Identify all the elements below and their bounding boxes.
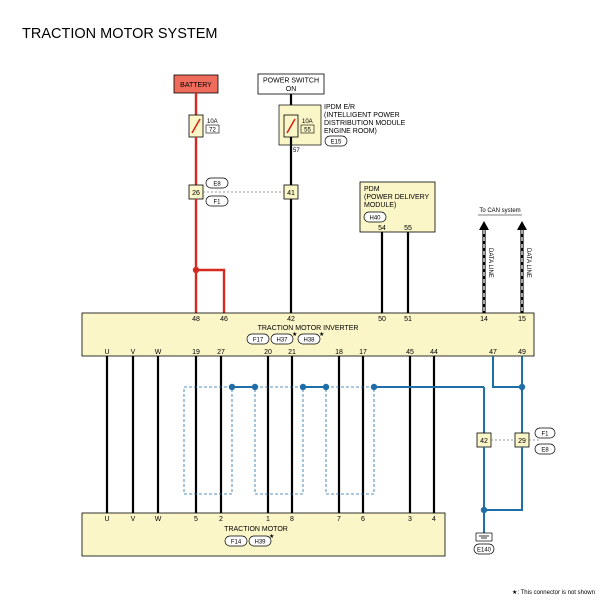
- motor-connector: H39: [254, 540, 266, 546]
- can-system-label: To CAN system: [479, 208, 520, 214]
- ipdm-title: IPDM E/R: [324, 104, 355, 111]
- battery-fuse-rating: 10A: [207, 119, 218, 125]
- ground-circuit: 42 29 F1 E8 E140: [473, 356, 556, 555]
- splice-point: [251, 383, 259, 391]
- joint-upper-labels: E8 F1: [203, 177, 284, 207]
- pdm-desc-2: MODULE): [364, 202, 396, 209]
- traction-motor-inverter: 48 46 42 50 51 14 15 TRACTION MOTOR INVE…: [81, 312, 535, 357]
- pdm-box: [359, 181, 436, 233]
- inverter-name: TRACTION MOTOR INVERTER: [258, 325, 359, 332]
- fuse-icon: [286, 118, 296, 134]
- pdm-pin-54: 54: [378, 225, 386, 232]
- inverter-pin: 19: [192, 349, 200, 356]
- inverter-pin: 51: [404, 316, 412, 323]
- power-switch-state: ON: [286, 86, 297, 93]
- joint-pin-26: 26: [192, 190, 200, 197]
- motor-pin: 8: [290, 516, 294, 523]
- pdm-title: PDM: [364, 186, 380, 193]
- star-icon: ★: [292, 331, 297, 338]
- shield-wires: [183, 383, 484, 495]
- footnote: ★: This connector is not shown: [512, 589, 595, 596]
- inverter-pin: 42: [287, 316, 295, 323]
- data-line-label-2: DATA LINE: [525, 248, 531, 278]
- inverter-pin: 50: [378, 316, 386, 323]
- inverter-pin: 20: [264, 349, 272, 356]
- traction-motor: U V W 5 2 1 8 7 6 3 4 TRACTION MOTOR F14…: [81, 512, 446, 557]
- splice-point: [480, 506, 488, 514]
- ipdm-desc-2: DISTRIBUTION MODULE: [324, 120, 406, 127]
- pdm-module: PDM (POWER DELIVERY MODULE) H40 54 55: [359, 181, 436, 313]
- inverter-pin: 46: [220, 316, 228, 323]
- joint-lower-connector-bottom: E8: [541, 448, 549, 454]
- inverter-pin: U: [104, 349, 109, 356]
- inverter-pin: 47: [489, 349, 497, 356]
- inverter-pin: 44: [430, 349, 438, 356]
- motor-pin: 6: [361, 516, 365, 523]
- battery-label: BATTERY: [180, 82, 212, 89]
- motor-connector: F14: [231, 540, 242, 546]
- motor-pin: 4: [432, 516, 436, 523]
- pdm-pin-55: 55: [404, 225, 412, 232]
- ipdm-fuse-number: 55: [304, 128, 311, 134]
- inverter-pin: 45: [406, 349, 414, 356]
- splice-point: [518, 383, 526, 391]
- inverter-pin: 49: [518, 349, 526, 356]
- splice-point: [322, 383, 330, 391]
- ipdm-pin: 57: [293, 148, 300, 154]
- ipdm-desc-1: (INTELLIGENT POWER: [324, 112, 400, 119]
- joint-pin-42: 42: [480, 438, 488, 445]
- inverter-connector: H38: [303, 338, 315, 344]
- inverter-pin: 15: [518, 316, 526, 323]
- joint-upper-connector-bottom: F1: [213, 200, 221, 206]
- pdm-connector: H40: [369, 216, 381, 222]
- power-switch-label: POWER SWITCH: [263, 78, 319, 85]
- motor-box: [81, 512, 446, 557]
- motor-pin: W: [155, 516, 162, 523]
- battery-fuse-number: 72: [209, 128, 216, 134]
- inverter-pin: 18: [335, 349, 343, 356]
- inverter-pin: 27: [217, 349, 225, 356]
- inverter-pin: 14: [480, 316, 488, 323]
- page-title: TRACTION MOTOR SYSTEM: [22, 26, 218, 42]
- ground-connector: E140: [477, 548, 492, 554]
- motor-name: TRACTION MOTOR: [224, 526, 288, 533]
- ipdm-desc-3: ENGINE ROOM): [324, 128, 377, 135]
- ground-icon: [475, 532, 493, 542]
- inverter-connector: F17: [253, 338, 264, 344]
- star-icon: ★: [269, 533, 274, 540]
- can-data-lines: To CAN system DATA LINE DATA LINE: [478, 208, 531, 313]
- fuse-icon: [191, 118, 201, 134]
- motor-pin: V: [131, 516, 136, 523]
- motor-pin: 5: [194, 516, 198, 523]
- motor-pin: 2: [219, 516, 223, 523]
- inverter-pin: 17: [359, 349, 367, 356]
- star-icon: ★: [319, 331, 324, 338]
- splice-point: [370, 383, 378, 391]
- motor-wires: [105, 356, 436, 513]
- joint-upper-connector-top: E8: [213, 182, 221, 188]
- motor-pin: U: [104, 516, 109, 523]
- inverter-pin: 21: [288, 349, 296, 356]
- battery-circuit: BATTERY 10A 72 26: [173, 74, 226, 313]
- motor-pin: 1: [266, 516, 270, 523]
- splice-point: [228, 383, 236, 391]
- data-line-label-1: DATA LINE: [487, 248, 493, 278]
- joint-pin-41: 41: [287, 190, 295, 197]
- joint-pin-29: 29: [518, 438, 526, 445]
- arrow-up-icon: [479, 221, 489, 230]
- motor-pin: 7: [337, 516, 341, 523]
- arrow-up-icon: [517, 221, 527, 230]
- joint-lower-connector-top: F1: [541, 432, 549, 438]
- splice-point: [299, 383, 307, 391]
- inverter-connector: H37: [276, 338, 288, 344]
- ipdm-connector: E15: [331, 140, 342, 146]
- motor-pin: 3: [408, 516, 412, 523]
- inverter-pin: 48: [192, 316, 200, 323]
- inverter-pin: W: [155, 349, 162, 356]
- pdm-desc-1: (POWER DELIVERY: [364, 194, 430, 201]
- ipdm-fuse-rating: 10A: [302, 119, 313, 125]
- power-switch-circuit: POWER SWITCH ON 10A 55 IPDM E/R (INTELLI…: [257, 73, 406, 313]
- inverter-pin: V: [131, 349, 136, 356]
